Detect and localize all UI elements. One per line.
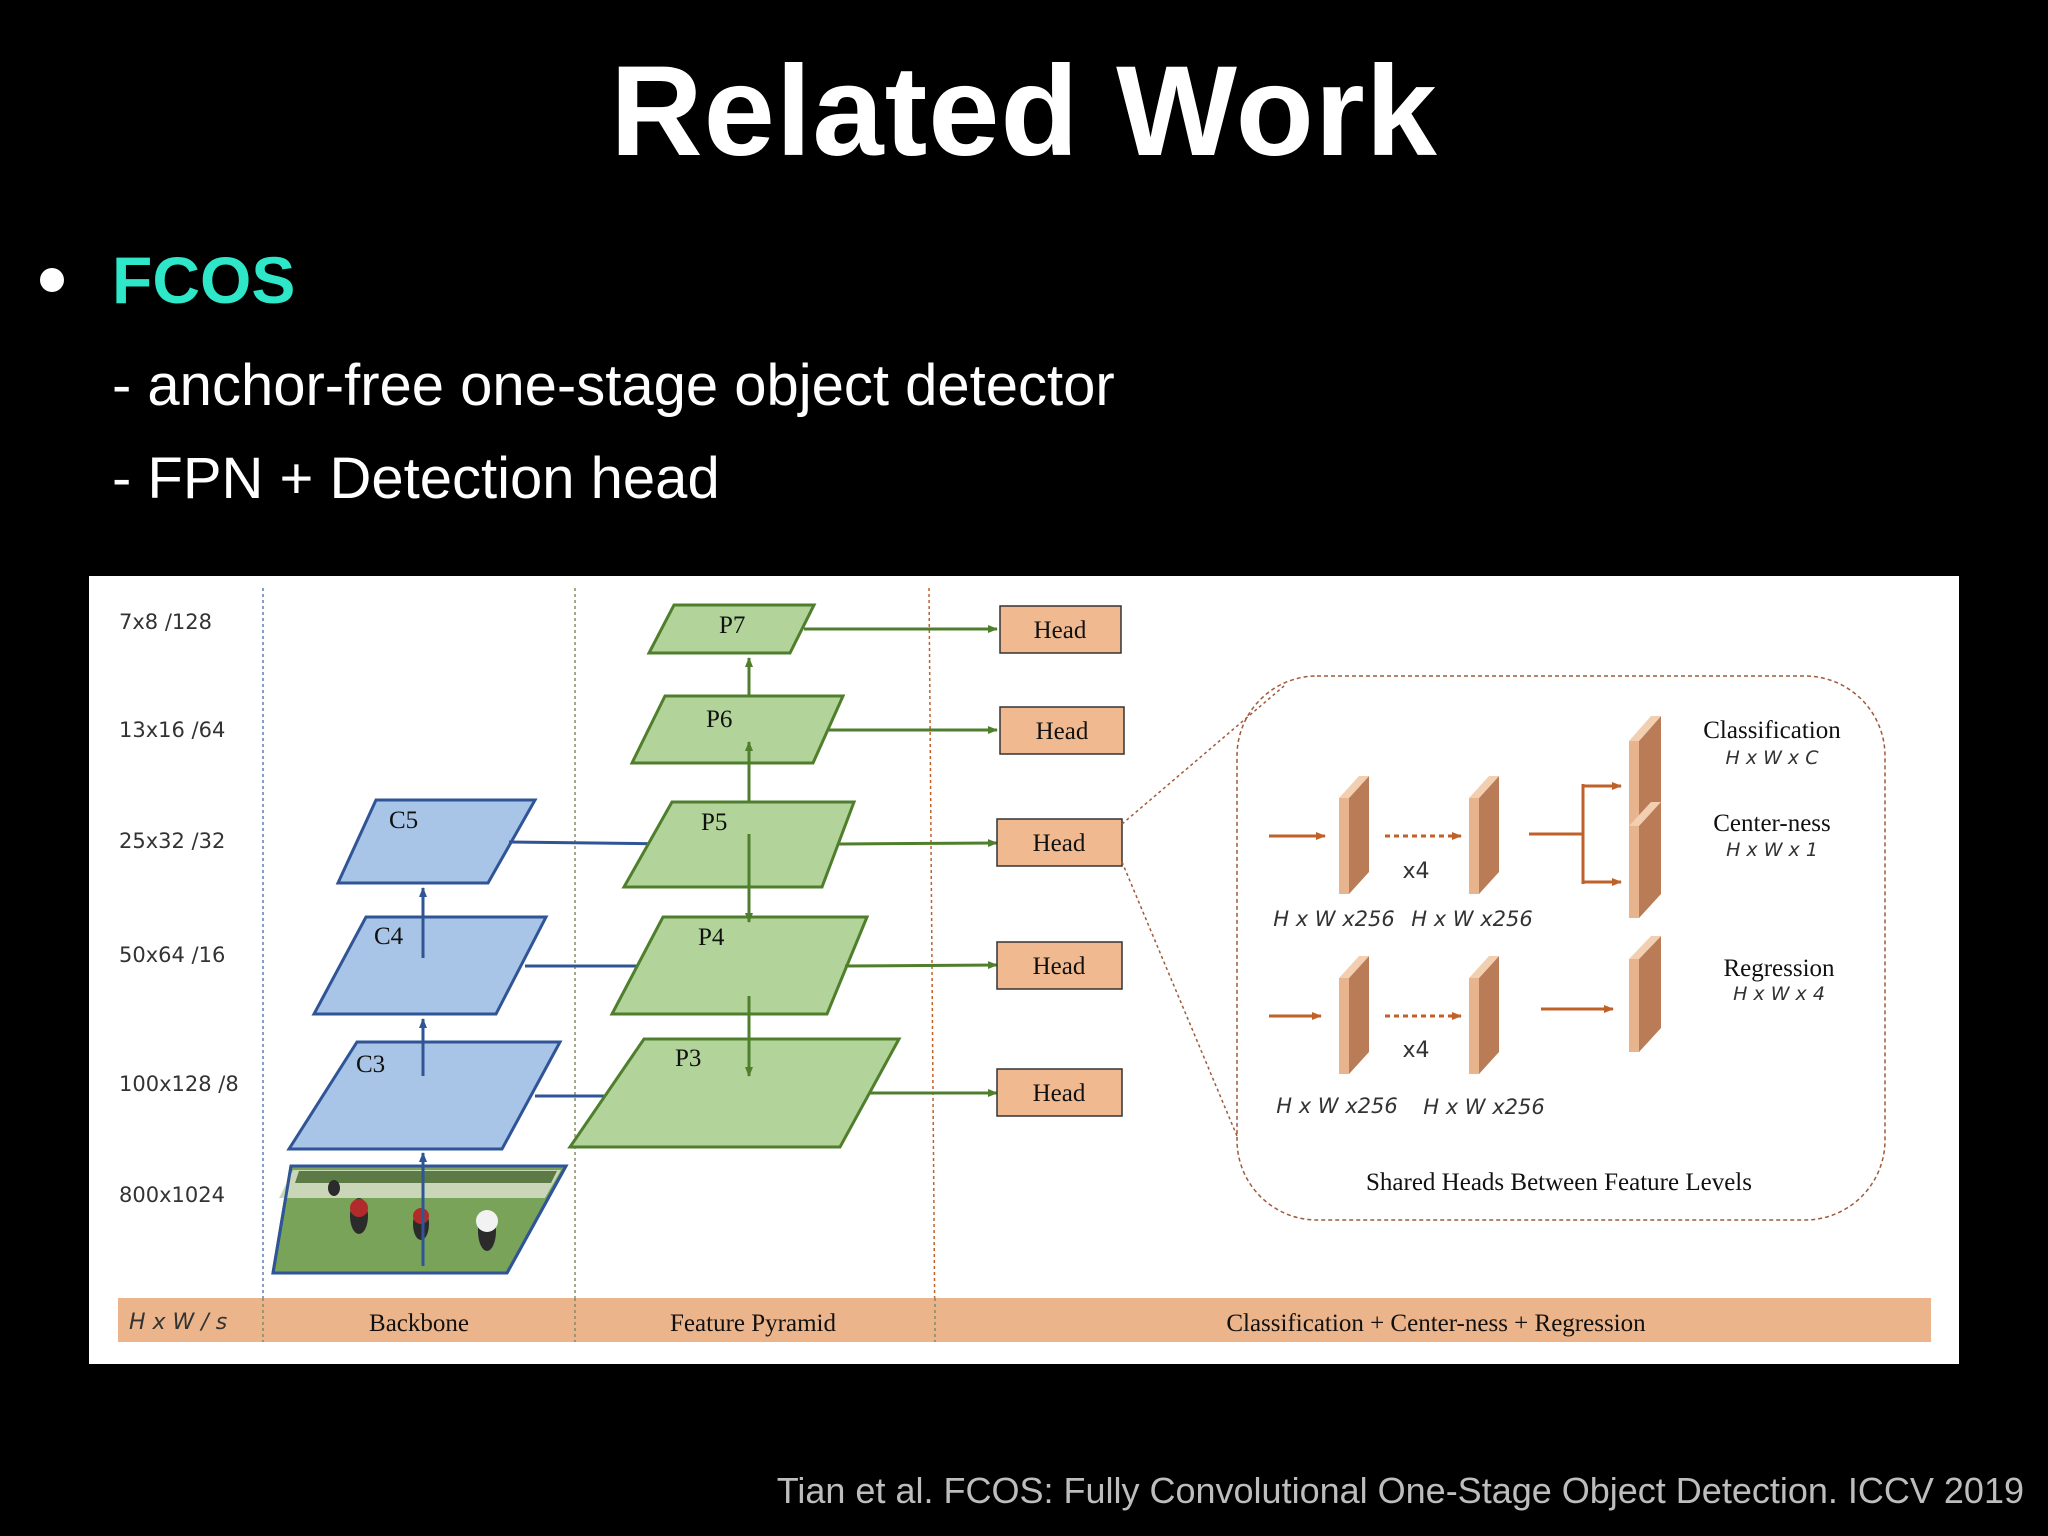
scale-label-p4: 50x64 /16 (119, 943, 225, 967)
slide-title: Related Work (610, 40, 1438, 183)
head-p4: Head (996, 941, 1123, 990)
feature-map-reg-out (1469, 956, 1499, 1074)
footer-band (118, 1298, 1931, 1342)
pyramid-p5: P5 (621, 800, 857, 889)
scale-label-p6: 13x16 /64 (119, 718, 225, 742)
feature-map-reg-in (1339, 956, 1369, 1074)
head-p7: Head (999, 605, 1122, 654)
bullet-heading: FCOS (112, 243, 296, 317)
scale-label-input: 800x1024 (119, 1183, 225, 1207)
pyramid-label-p4: P4 (698, 924, 725, 951)
scale-label-p7: 7x8 /128 (119, 610, 212, 634)
backbone-c5: C5 (335, 798, 538, 885)
fcos-architecture-figure: 7x8 /128 13x16 /64 25x32 /32 50x64 /16 1… (89, 576, 1959, 1364)
arrow-p4-head (844, 961, 998, 970)
head-label-p6: Head (1036, 718, 1089, 745)
repeat-label-reg: x4 (1402, 1038, 1429, 1063)
head-p6: Head (999, 706, 1125, 755)
pyramid-p3: P3 (567, 1037, 902, 1149)
dims-regression: H x W x 4 (1733, 983, 1825, 1005)
dims-centerness: H x W x 1 (1726, 839, 1818, 861)
head-label-p3: Head (1033, 1080, 1086, 1107)
pyramid-label-p3: P3 (675, 1045, 701, 1072)
head-p5: Head (996, 818, 1123, 867)
arrow-p5-head (838, 839, 998, 848)
footer-backbone: Backbone (369, 1310, 469, 1337)
footer-feature-pyramid: Feature Pyramid (670, 1310, 836, 1337)
repeat-label-cls: x4 (1402, 859, 1429, 884)
dims-classification: H x W x C (1726, 747, 1820, 769)
bullet-dot (40, 268, 64, 292)
label-classification: Classification (1703, 717, 1841, 744)
pyramid-p4: P4 (609, 915, 870, 1016)
backbone-c3: C3 (286, 1040, 563, 1151)
label-centerness: Center-ness (1713, 810, 1831, 837)
label-regression: Regression (1723, 955, 1835, 982)
bullet-fcos: FCOS (40, 242, 295, 318)
pyramid-label-p6: P6 (706, 706, 732, 733)
footer-heads: Classification + Center-ness + Regressio… (1226, 1310, 1646, 1337)
dims-cls-out: H x W x256 (1411, 907, 1533, 931)
backbone-label-c3: C3 (356, 1051, 385, 1078)
dims-reg-out: H x W x256 (1423, 1095, 1545, 1119)
input-image (271, 1164, 569, 1275)
head-label-p4: Head (1033, 953, 1086, 980)
branch-cls: x4 H x W x256 H x W x256 Classification … (1269, 716, 1841, 931)
output-map-regression (1629, 936, 1661, 1052)
pyramid-p6: P6 (629, 694, 846, 765)
backbone-label-c4: C4 (374, 923, 404, 950)
dims-reg-in: H x W x256 (1276, 1094, 1398, 1118)
head-p3: Head (996, 1068, 1123, 1117)
scale-label-p3: 100x128 /8 (119, 1072, 239, 1096)
fcos-diagram: 7x8 /128 13x16 /64 25x32 /32 50x64 /16 1… (118, 587, 1931, 1345)
feature-map-cls-out (1469, 776, 1499, 894)
pyramid-label-p5: P5 (701, 809, 727, 836)
subpoint-fpn-head: - FPN + Detection head (112, 446, 720, 511)
output-map-centerness (1629, 802, 1661, 918)
citation: Tian et al. FCOS: Fully Convolutional On… (776, 1470, 2024, 1511)
scale-label-p5: 25x32 /32 (119, 829, 225, 853)
shared-heads-box (1236, 675, 1886, 1221)
arrow-c5-p5 (508, 839, 673, 848)
head-label-p7: Head (1034, 617, 1087, 644)
dims-cls-in: H x W x256 (1273, 907, 1395, 931)
subpoint-anchor-free: - anchor-free one-stage object detector (112, 353, 1115, 418)
head-label-p5: Head (1033, 830, 1086, 857)
backbone-c4: C4 (311, 915, 549, 1016)
feature-map-cls-in (1339, 776, 1369, 894)
shared-heads-caption: Shared Heads Between Feature Levels (1366, 1169, 1752, 1196)
pyramid-p7: P7 (646, 603, 817, 655)
backbone-label-c5: C5 (389, 807, 418, 834)
footer-hws: H x W / s (129, 1310, 227, 1335)
pyramid-label-p7: P7 (719, 612, 745, 639)
branch-reg: x4 H x W x256 H x W x256 Regression H x … (1269, 936, 1835, 1119)
